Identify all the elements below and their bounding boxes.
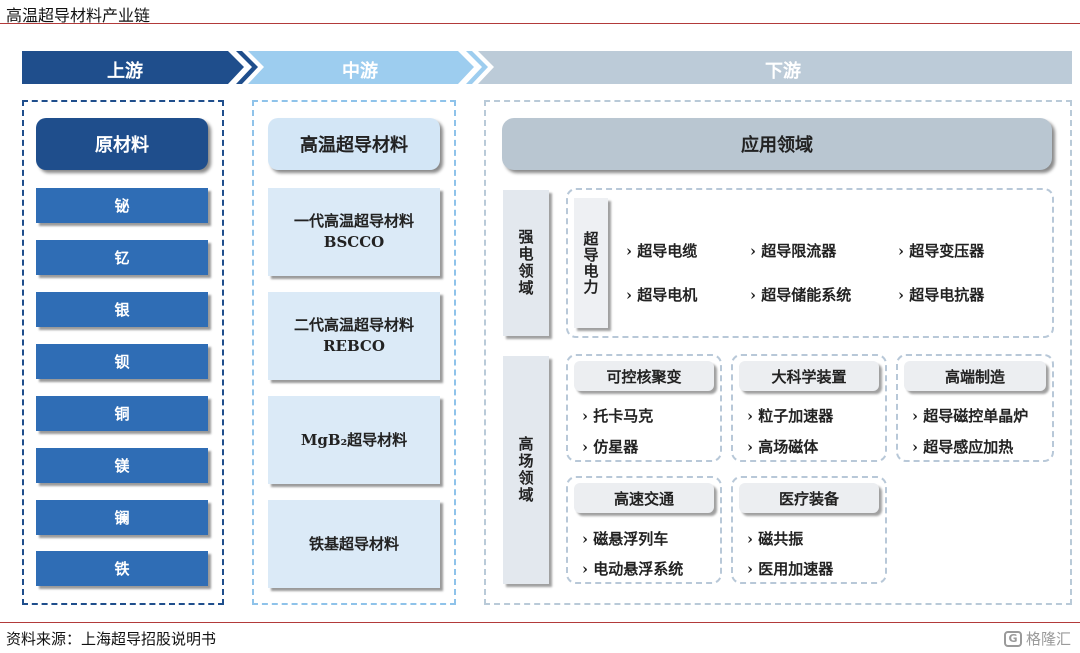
material-item-rebco: 二代高温超导材料 REBCO [268, 292, 440, 380]
stage-downstream-label: 下游 [765, 61, 801, 82]
application-item: 电动悬浮系统 [582, 558, 683, 579]
upstream-panel [22, 100, 224, 605]
group-title: 医疗装备 [739, 483, 879, 513]
application-item: 超导感应加热 [912, 436, 1013, 457]
page-title: 高温超导材料产业链 [6, 6, 151, 25]
raw-material-item: 铜 [36, 396, 208, 431]
application-item: 高场磁体 [747, 436, 818, 457]
material-code: BSCCO [323, 233, 385, 251]
application-item: 超导变压器 [898, 240, 984, 261]
raw-material-item: 钡 [36, 344, 208, 379]
high-field-label: 高场领域 [503, 356, 549, 584]
material-item-mgb2: MgB₂超导材料 [268, 396, 440, 484]
material-name: 铁基超导材料 [308, 534, 399, 553]
material-item-bscco: 一代高温超导材料 BSCCO [268, 188, 440, 276]
strong-power-box [566, 188, 1054, 338]
application-item: 医用加速器 [747, 558, 833, 579]
chevron-midstream [248, 51, 474, 84]
group-title: 高端制造 [904, 361, 1046, 391]
raw-material-item: 镧 [36, 500, 208, 535]
application-item: 超导电抗器 [898, 284, 984, 305]
raw-materials-header: 原材料 [36, 118, 208, 170]
bottom-rule [0, 622, 1080, 623]
group-transport-box [566, 476, 722, 584]
application-item: 超导限流器 [750, 240, 836, 261]
group-title: 可控核聚变 [574, 361, 714, 391]
raw-material-item: 银 [36, 292, 208, 327]
raw-material-item: 铁 [36, 551, 208, 586]
group-medical-box [731, 476, 887, 584]
top-rule [0, 23, 1080, 24]
logo-icon: G [1004, 630, 1022, 647]
source-note: 资料来源：上海超导招股说明书 [6, 630, 217, 648]
chevron-downstream [478, 51, 1072, 84]
watermark-logo: G 格隆汇 [1004, 628, 1071, 649]
application-item: 仿星器 [582, 436, 638, 457]
strong-power-field-label: 强电领域 [503, 190, 549, 336]
material-item-iron-based: 铁基超导材料 [268, 500, 440, 588]
material-name: 一代高温超导材料 [293, 212, 414, 230]
material-name: MgB₂超导材料 [300, 430, 408, 449]
group-fusion-box [566, 354, 722, 462]
midstream-panel [252, 100, 456, 605]
application-item: 粒子加速器 [747, 405, 833, 426]
watermark-text: 格隆汇 [1026, 630, 1072, 648]
superconducting-power-label: 超导电力 [574, 198, 608, 328]
stage-chevrons [22, 51, 1072, 84]
application-item: 超导电缆 [626, 240, 697, 261]
raw-material-item: 镁 [36, 448, 208, 483]
application-item: 超导电机 [626, 284, 697, 305]
material-name: 二代高温超导材料 [293, 316, 414, 334]
material-code: REBCO [323, 337, 385, 355]
application-item: 磁共振 [747, 528, 803, 549]
raw-material-item: 铋 [36, 188, 208, 223]
group-big-science-box [731, 354, 887, 462]
downstream-panel [484, 100, 1072, 605]
application-item: 超导储能系统 [750, 284, 851, 305]
group-manufacturing-box [896, 354, 1054, 462]
stage-upstream-label: 上游 [107, 61, 143, 82]
application-item: 磁悬浮列车 [582, 528, 668, 549]
stage-midstream-label: 中游 [342, 61, 378, 82]
application-fields-header: 应用领域 [502, 118, 1052, 170]
raw-material-item: 钇 [36, 240, 208, 275]
group-title: 高速交通 [574, 483, 714, 513]
chevron-upstream-tail [236, 51, 258, 84]
application-item: 托卡马克 [582, 405, 653, 426]
chevron-upstream [22, 51, 244, 84]
application-item: 超导磁控单晶炉 [912, 405, 1028, 426]
group-title: 大科学装置 [739, 361, 879, 391]
superconductor-materials-header: 高温超导材料 [268, 118, 440, 170]
chevron-midstream-tail [466, 51, 488, 84]
